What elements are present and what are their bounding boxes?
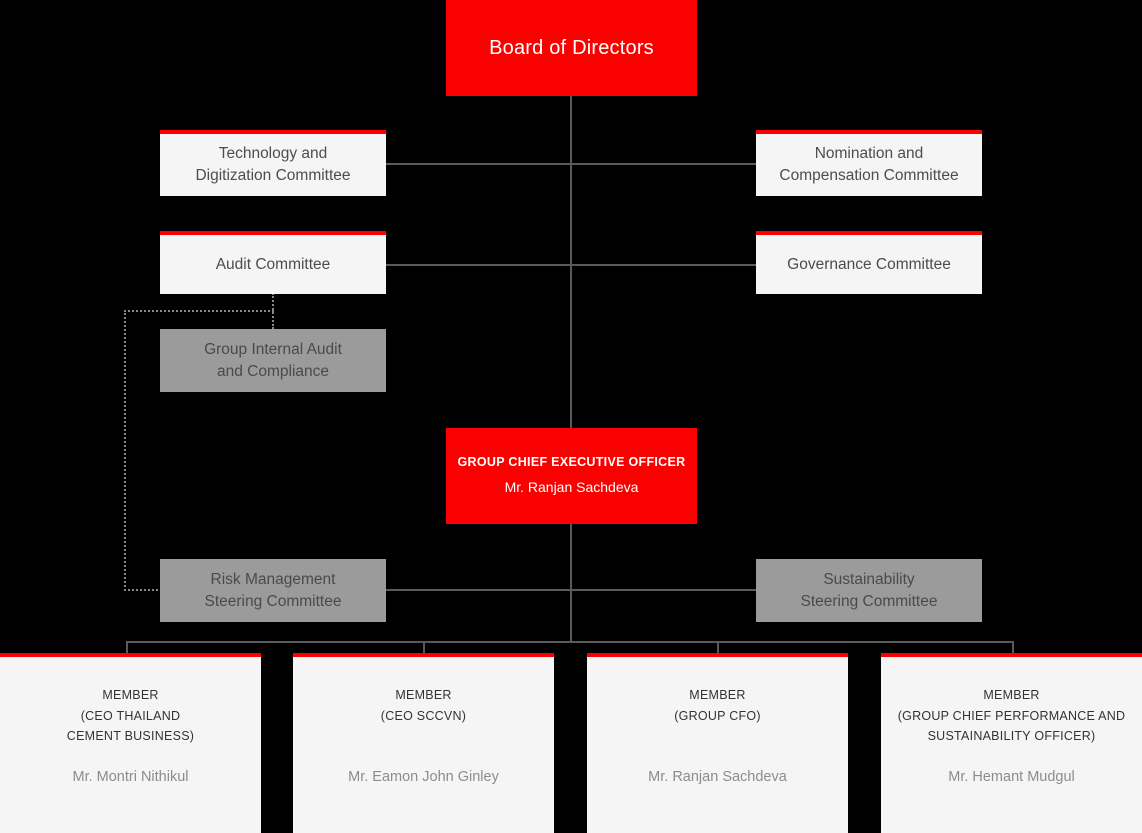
connector-member-drop-1 bbox=[126, 641, 128, 655]
member-role: MEMBER (CEO SCCVN) bbox=[380, 688, 467, 723]
member-name: Mr. Eamon John Ginley bbox=[348, 769, 499, 785]
node-board-of-directors[interactable]: Board of Directors bbox=[446, 0, 697, 96]
member-name: Mr. Montri Nithikul bbox=[72, 769, 189, 785]
unit-title: Group Internal Audit and Compliance bbox=[204, 340, 342, 380]
node-group-internal-audit-and-compliance[interactable]: Group Internal Audit and Compliance bbox=[160, 329, 386, 392]
node-group-chief-executive-officer[interactable]: GROUP CHIEF EXECUTIVE OFFICER Mr. Ranjan… bbox=[446, 428, 697, 524]
connector-row1-horizontal bbox=[386, 163, 756, 165]
node-audit-committee[interactable]: Audit Committee bbox=[160, 231, 386, 294]
node-governance-committee[interactable]: Governance Committee bbox=[756, 231, 982, 294]
member-role: MEMBER (GROUP CHIEF PERFORMANCE AND SUST… bbox=[897, 688, 1126, 744]
member-card-group-cfo[interactable]: MEMBER (GROUP CFO) Mr. Ranjan Sachdeva bbox=[587, 653, 848, 833]
dotted-connector-audit-rail-left bbox=[124, 310, 126, 591]
node-risk-management-steering-committee[interactable]: Risk Management Steering Committee bbox=[160, 559, 386, 622]
connector-member-drop-4 bbox=[1012, 641, 1014, 655]
committee-title: Technology and Digitization Committee bbox=[195, 145, 351, 184]
member-card-ceo-thailand-cement-business[interactable]: MEMBER (CEO THAILAND CEMENT BUSINESS) Mr… bbox=[0, 653, 261, 833]
connector-row2-horizontal bbox=[386, 264, 756, 266]
member-name: Mr. Hemant Mudgul bbox=[948, 769, 1075, 785]
node-technology-digitization-committee[interactable]: Technology and Digitization Committee bbox=[160, 130, 386, 196]
ceo-role: GROUP CHIEF EXECUTIVE OFFICER bbox=[457, 455, 686, 470]
node-sustainability-steering-committee[interactable]: Sustainability Steering Committee bbox=[756, 559, 982, 622]
connector-member-drop-3 bbox=[717, 641, 719, 655]
node-nomination-compensation-committee[interactable]: Nomination and Compensation Committee bbox=[756, 130, 982, 196]
member-role: MEMBER (GROUP CFO) bbox=[674, 688, 761, 723]
member-card-group-chief-performance-and-sustainability-officer[interactable]: MEMBER (GROUP CHIEF PERFORMANCE AND SUST… bbox=[881, 653, 1142, 833]
dotted-connector-audit-rail-top bbox=[124, 310, 274, 312]
connector-steering-horizontal bbox=[386, 589, 756, 591]
board-title: Board of Directors bbox=[489, 37, 654, 59]
committee-title: Nomination and Compensation Committee bbox=[779, 145, 959, 184]
connector-member-drop-2 bbox=[423, 641, 425, 655]
committee-title: Governance Committee bbox=[787, 255, 951, 273]
member-card-ceo-sccvn[interactable]: MEMBER (CEO SCCVN) Mr. Eamon John Ginley bbox=[293, 653, 554, 833]
ceo-person: Mr. Ranjan Sachdeva bbox=[504, 479, 639, 496]
connector-spine-vertical bbox=[570, 96, 572, 642]
committee-title: Audit Committee bbox=[215, 255, 331, 273]
member-name: Mr. Ranjan Sachdeva bbox=[648, 769, 787, 785]
connector-member-bus bbox=[126, 641, 1014, 643]
unit-title: Sustainability Steering Committee bbox=[800, 570, 938, 610]
dotted-connector-audit-rail-bottom bbox=[124, 589, 162, 591]
member-role: MEMBER (CEO THAILAND CEMENT BUSINESS) bbox=[66, 688, 195, 744]
unit-title: Risk Management Steering Committee bbox=[204, 570, 342, 610]
